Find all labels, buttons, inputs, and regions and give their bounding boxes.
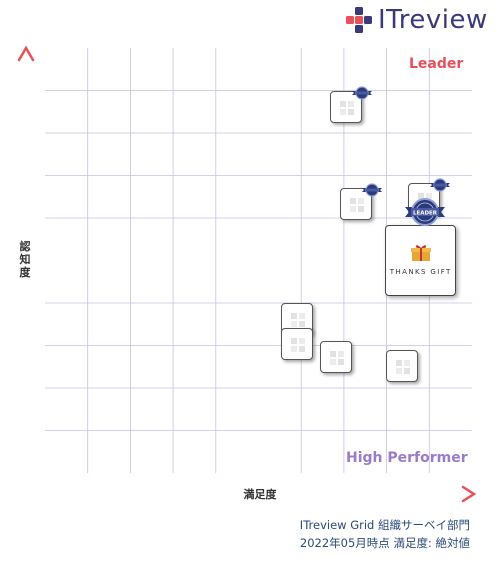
plot-frame (43, 46, 474, 475)
medal-ribbon-icon (352, 85, 373, 100)
footer-line-2: 2022年05月時点 満足度: 絶対値 (299, 536, 470, 550)
leader-badge-text: LEADER (413, 210, 438, 216)
medal-ribbon-icon (430, 177, 451, 192)
quadrant-label-leader: Leader (409, 56, 464, 72)
medal-ribbon-icon (361, 182, 382, 197)
itreview-logo[interactable]: ITreview (346, 6, 488, 34)
featured-product-thanks-gift[interactable]: THANKS GIFT (385, 225, 457, 297)
product-point[interactable] (385, 350, 418, 383)
gift-icon (411, 245, 432, 262)
product-logo-placeholder-icon (289, 335, 308, 354)
product-logo-placeholder-icon (393, 358, 412, 377)
product-point[interactable] (320, 340, 353, 373)
logo-mark-icon (346, 7, 372, 33)
product-logo-placeholder-icon (328, 348, 347, 367)
grid-lines (45, 48, 472, 473)
product-point[interactable] (281, 327, 314, 360)
x-axis-label: 満足度 (243, 488, 277, 501)
axis-arrows (17, 45, 477, 503)
y-axis-arrowhead (17, 45, 35, 62)
logo-text: ITreview (378, 5, 488, 35)
x-axis-arrowhead (461, 485, 477, 503)
product-logo-placeholder-icon (347, 195, 366, 214)
quadrant-label-high-performer: High Performer (346, 450, 468, 466)
product-logo-placeholder-icon (338, 99, 357, 118)
footer-line-1: ITreview Grid 組織サーベイ部門 (299, 518, 470, 532)
featured-product-name: THANKS GIFT (389, 268, 452, 277)
chart-footer: ITreview Grid 組織サーベイ部門 2022年05月時点 満足度: 絶… (300, 516, 470, 552)
y-axis-label: 認知度 (17, 240, 33, 279)
product-logo-placeholder-icon (289, 310, 308, 329)
leader-badge-icon: LEADER (404, 197, 445, 227)
y-axis-label-text: 認知度 (19, 240, 31, 279)
